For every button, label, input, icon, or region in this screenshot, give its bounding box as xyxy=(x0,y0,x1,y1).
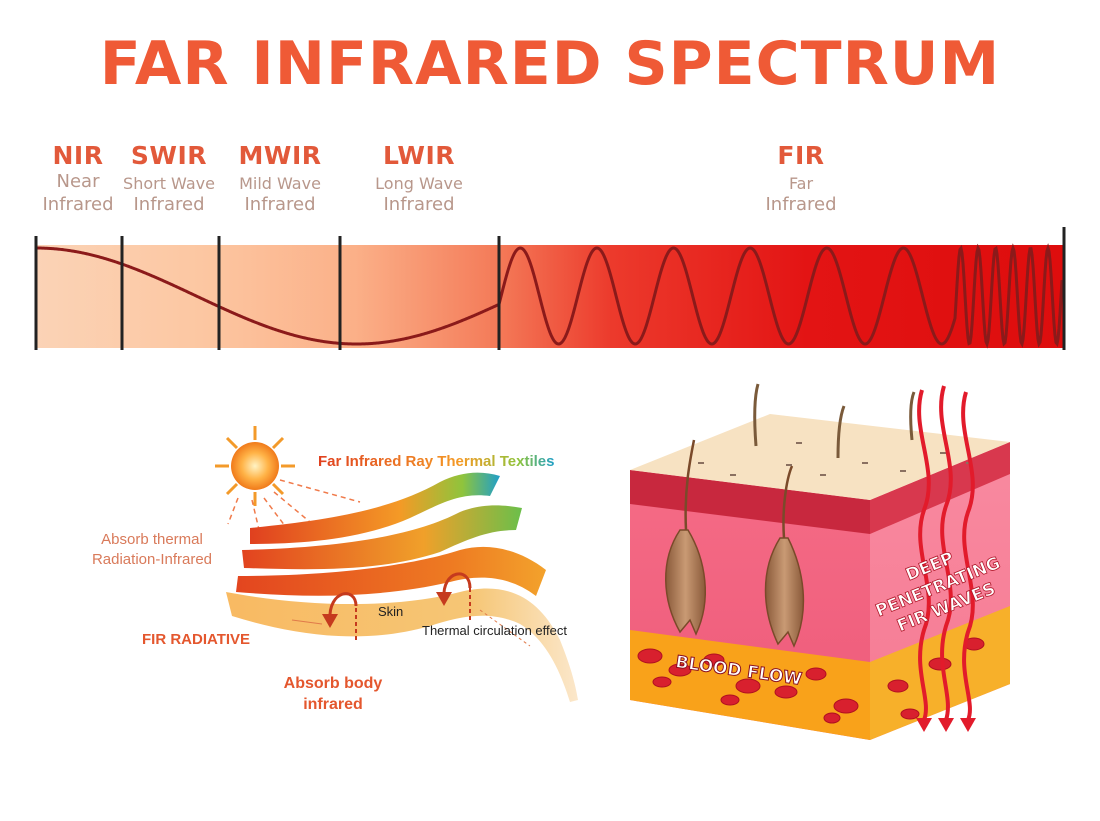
spectrum-wave xyxy=(36,243,1064,349)
band-lwir: LWIR Long Wave Infrared xyxy=(365,140,473,217)
skin-diagram: DEEP PENETRATING FIR WAVES BLOOD FLOW xyxy=(630,383,1010,740)
band-swir-abbr: SWIR xyxy=(130,141,208,170)
fabric-layer-low xyxy=(236,546,546,596)
fabric-layer-mid xyxy=(242,505,522,570)
hairs-top xyxy=(753,383,916,459)
band-nir-line2: Infrared xyxy=(42,193,114,215)
epidermis-side xyxy=(870,442,1010,534)
band-lwir-abbr: LWIR xyxy=(382,141,456,170)
band-fir-line2: Infrared xyxy=(765,194,837,216)
band-nir: NIR Near Infrared xyxy=(38,140,118,216)
absorb-thermal-line1: Absorb thermal xyxy=(101,531,203,548)
absorb-thermal-line2: Radiation-Infrared xyxy=(92,551,212,568)
band-swir-line1: Short Wave xyxy=(123,174,215,194)
band-mwir: MWIR Mild Wave Infrared xyxy=(226,140,334,217)
skin-layer xyxy=(226,588,578,702)
band-swir-line2: Infrared xyxy=(133,194,205,216)
textile-heading: Far Infrared Ray Thermal Textiles xyxy=(318,453,554,470)
band-fir-line1: Far xyxy=(788,174,814,194)
band-mwir-line1: Mild Wave xyxy=(239,174,321,194)
band-nir-line1: Near xyxy=(56,171,100,193)
hair-follicle-2 xyxy=(764,465,805,648)
fabric-layer-top xyxy=(250,472,500,544)
sun-icon xyxy=(215,426,295,506)
skin-label: Skin xyxy=(378,604,403,619)
band-swir: SWIR Short Wave Infrared xyxy=(115,140,223,217)
page-title: FAR INFRARED SPECTRUM xyxy=(99,29,1001,99)
band-lwir-line2: Infrared xyxy=(383,194,455,216)
band-lwir-line1: Long Wave xyxy=(375,174,463,194)
skin-top-face xyxy=(630,414,1010,500)
fir-wave-arrows xyxy=(917,385,975,721)
circulation-arrow xyxy=(442,572,472,599)
band-fir: FIR Far Infrared xyxy=(750,140,852,217)
absorb-body-line2: infrared xyxy=(303,696,363,713)
band-fir-abbr: FIR xyxy=(777,141,825,170)
thermal-circulation-label: Thermal circulation effect xyxy=(422,623,567,638)
band-nir-abbr: NIR xyxy=(52,141,104,170)
absorb-body-line1: Absorb body xyxy=(284,675,383,692)
textile-diagram: Far Infrared Ray Thermal Textiles Absorb… xyxy=(92,426,578,713)
spectrum-bar xyxy=(34,227,1066,350)
hair-follicle-1 xyxy=(665,439,706,636)
band-mwir-abbr: MWIR xyxy=(238,141,322,170)
radiative-arrow xyxy=(328,592,358,621)
fir-radiative-label: FIR RADIATIVE xyxy=(142,631,250,648)
blood-cells xyxy=(637,637,985,724)
band-mwir-line2: Infrared xyxy=(244,194,316,216)
epidermis-front xyxy=(630,470,870,534)
